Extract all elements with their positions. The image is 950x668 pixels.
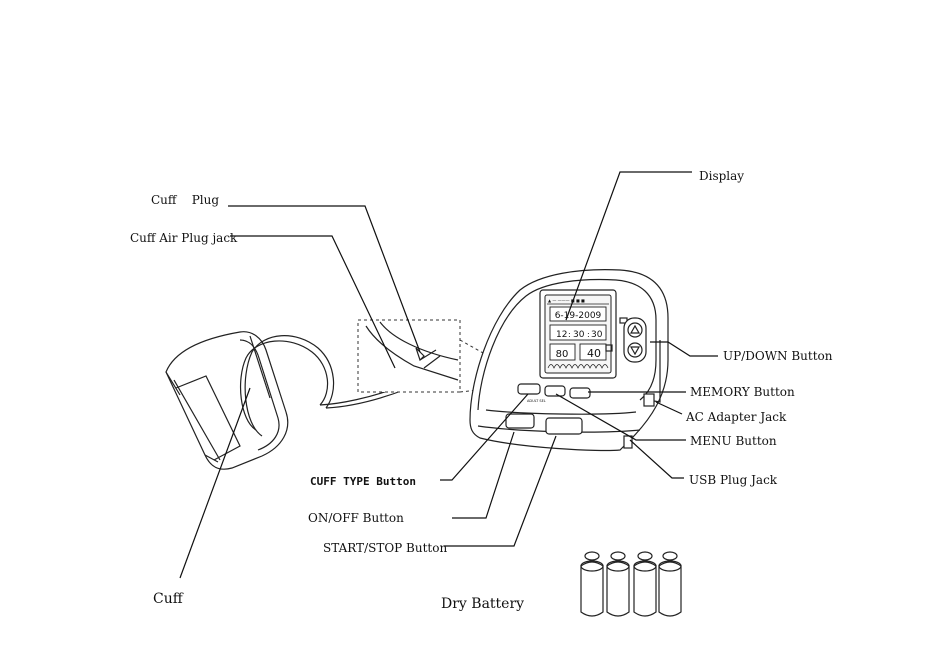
key-caption: ADULT SEL bbox=[527, 399, 546, 403]
display-label: Display bbox=[699, 169, 744, 183]
lcd-reading-left: 80 bbox=[556, 349, 569, 360]
cuff-type-button-label: CUFF TYPE Button bbox=[310, 475, 416, 488]
memory-button-label: MEMORY Button bbox=[690, 385, 795, 399]
start-stop-key[interactable] bbox=[546, 418, 582, 434]
cuff-plug-label: Cuff Plug bbox=[151, 193, 219, 207]
usb-jack bbox=[624, 436, 632, 448]
memory-key[interactable] bbox=[570, 388, 590, 398]
lcd-colon-1: : bbox=[568, 330, 571, 339]
up-down-rocker[interactable] bbox=[624, 318, 646, 362]
lcd-minute: 30 bbox=[573, 330, 585, 340]
dry-battery-label: Dry Battery bbox=[441, 596, 524, 612]
batteries bbox=[581, 552, 681, 616]
battery-3 bbox=[634, 552, 656, 616]
battery-4 bbox=[659, 552, 681, 616]
ac-jack bbox=[644, 394, 654, 406]
cuff-plug-inset bbox=[358, 320, 492, 392]
battery-2 bbox=[607, 552, 629, 616]
lcd-status-icons: ▲ — ——— ■ ■ ■ bbox=[548, 298, 585, 303]
ac-adapter-jack-label: AC Adapter Jack bbox=[685, 410, 787, 424]
cuff-air-plug-jack-label: Cuff Air Plug jack bbox=[130, 231, 238, 245]
menu-key[interactable] bbox=[545, 386, 565, 396]
monitor-unit: ▲ — ——— ■ ■ ■ 6-19-2009 12 30 30 : : 80 … bbox=[470, 270, 668, 451]
on-off-key[interactable] bbox=[506, 414, 534, 428]
lcd-colon-2: : bbox=[587, 330, 590, 339]
on-off-button-label: ON/OFF Button bbox=[308, 511, 404, 525]
usb-plug-jack-label: USB Plug Jack bbox=[689, 473, 778, 487]
menu-button-label: MENU Button bbox=[690, 434, 777, 448]
lcd-date: 6-19-2009 bbox=[555, 311, 602, 321]
cuff-label: Cuff bbox=[153, 591, 184, 607]
lcd-hour: 12 bbox=[556, 330, 567, 340]
up-down-button-label: UP/DOWN Button bbox=[723, 349, 833, 363]
cuff-type-key[interactable] bbox=[518, 384, 540, 394]
lcd-second: 30 bbox=[591, 330, 603, 340]
battery-1 bbox=[581, 552, 603, 616]
lcd-reading-right: 40 bbox=[587, 347, 601, 360]
start-stop-button-label: START/STOP Button bbox=[323, 541, 447, 555]
